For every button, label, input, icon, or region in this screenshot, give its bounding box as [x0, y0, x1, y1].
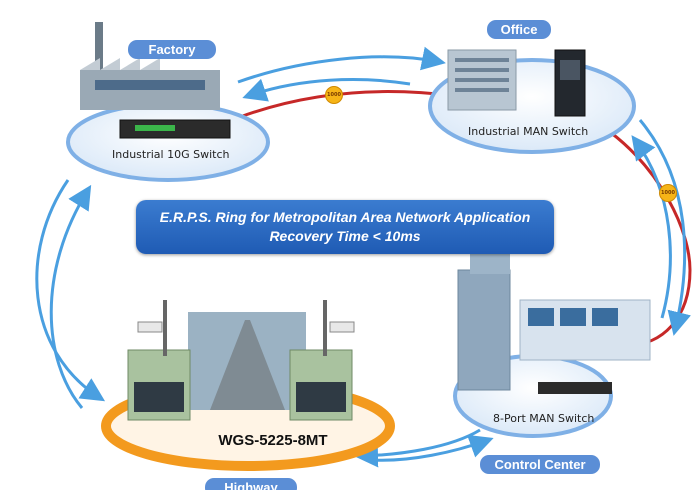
factory-node [66, 22, 270, 182]
device-label-office-switch: Industrial MAN Switch [468, 125, 589, 138]
link-speed-badge-top: 1000 [325, 86, 343, 104]
device-label-factory-switch: Industrial 10G Switch [112, 148, 230, 161]
link-speed-badge-right: 1000 [659, 184, 677, 202]
device-model-highway: WGS-5225-8MT [218, 432, 328, 449]
erps-banner: E.R.P.S. Ring for Metropolitan Area Netw… [136, 200, 554, 254]
location-label-office: Office [487, 20, 551, 39]
highway-node [101, 300, 395, 471]
device-label-control-switch: 8-Port MAN Switch [493, 412, 595, 425]
control-center-node [453, 250, 651, 438]
banner-line-1: E.R.P.S. Ring for Metropolitan Area Netw… [159, 209, 531, 225]
location-label-highway: Highway [205, 478, 297, 490]
banner-line-2: Recovery Time < 10ms [269, 228, 421, 244]
ring-arrows [35, 46, 691, 468]
office-node [428, 49, 636, 154]
location-label-factory: Factory [128, 40, 216, 59]
location-label-control-center: Control Center [480, 455, 600, 474]
